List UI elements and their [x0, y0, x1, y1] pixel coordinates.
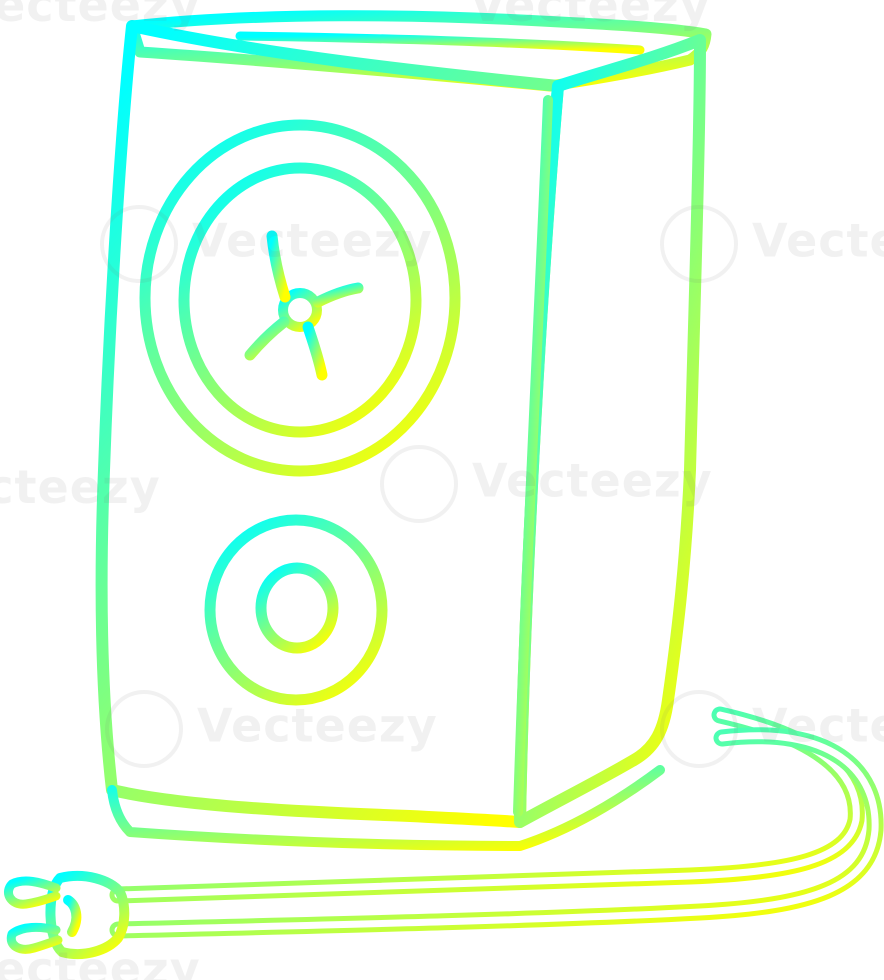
tweeter-speaker-cone [204, 514, 388, 706]
power-cable [109, 706, 884, 939]
woofer-speaker-cone [139, 119, 461, 477]
speaker-cabinet [95, 10, 712, 851]
plug-icon [4, 870, 130, 960]
